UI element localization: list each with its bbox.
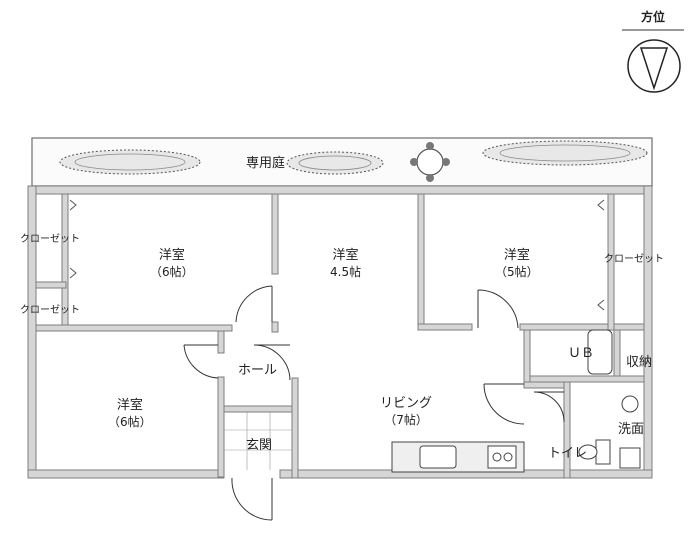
room-living: リビング （7帖） (380, 396, 432, 428)
entrance-tiles (224, 412, 292, 470)
room-western-center: 洋室 4.5帖 (330, 248, 361, 280)
washbasin-icon (619, 395, 641, 469)
shrub-icon (59, 149, 201, 175)
closet-label-left-top: クローゼット (20, 234, 80, 245)
interior-walls (35, 193, 645, 479)
stove-icon (487, 445, 517, 469)
closet-label-right: クローゼット (604, 254, 664, 265)
bath-tub-icon (587, 329, 613, 375)
garden-label: 専用庭 (246, 156, 286, 171)
shrub-icon (482, 140, 648, 166)
hall-label: ホール (238, 363, 278, 378)
shrub-icon (286, 151, 384, 175)
room-name: リビング (380, 396, 433, 411)
room-name: 洋室 (116, 398, 143, 413)
table-chairs-icon (410, 142, 450, 182)
sink-icon (419, 445, 457, 469)
kitchen-counter (391, 441, 525, 473)
room-name: 洋室 (503, 248, 530, 263)
room-western-ne: 洋室 （5帖） (495, 248, 539, 280)
entrance-label: 玄関 (246, 438, 273, 453)
door-swings (183, 285, 565, 521)
orientation-title: 方位 (640, 10, 665, 24)
room-size: （6帖） (150, 265, 194, 279)
closet-door-marks (69, 199, 605, 311)
private-garden (31, 137, 653, 187)
room-size: （7帖） (384, 413, 428, 427)
toilet-icon (578, 439, 611, 465)
closet-label-left-bottom: クローゼット (20, 305, 80, 316)
room-western-nw: 洋室 （6帖） (150, 248, 194, 280)
toilet-label: トイレ (548, 446, 588, 461)
storage-label: 収納 (626, 355, 653, 370)
bath-label: ＵＢ (568, 346, 595, 361)
washroom-label: 洗面 (618, 422, 645, 437)
room-size: 4.5帖 (330, 265, 362, 279)
outer-walls (27, 185, 653, 479)
room-name: 洋室 (158, 248, 185, 263)
compass-icon (622, 29, 684, 93)
room-name: 洋室 (332, 248, 359, 263)
room-size: （6帖） (108, 415, 152, 429)
room-size: （5帖） (495, 265, 539, 279)
room-western-sw: 洋室 （6帖） (108, 398, 152, 430)
